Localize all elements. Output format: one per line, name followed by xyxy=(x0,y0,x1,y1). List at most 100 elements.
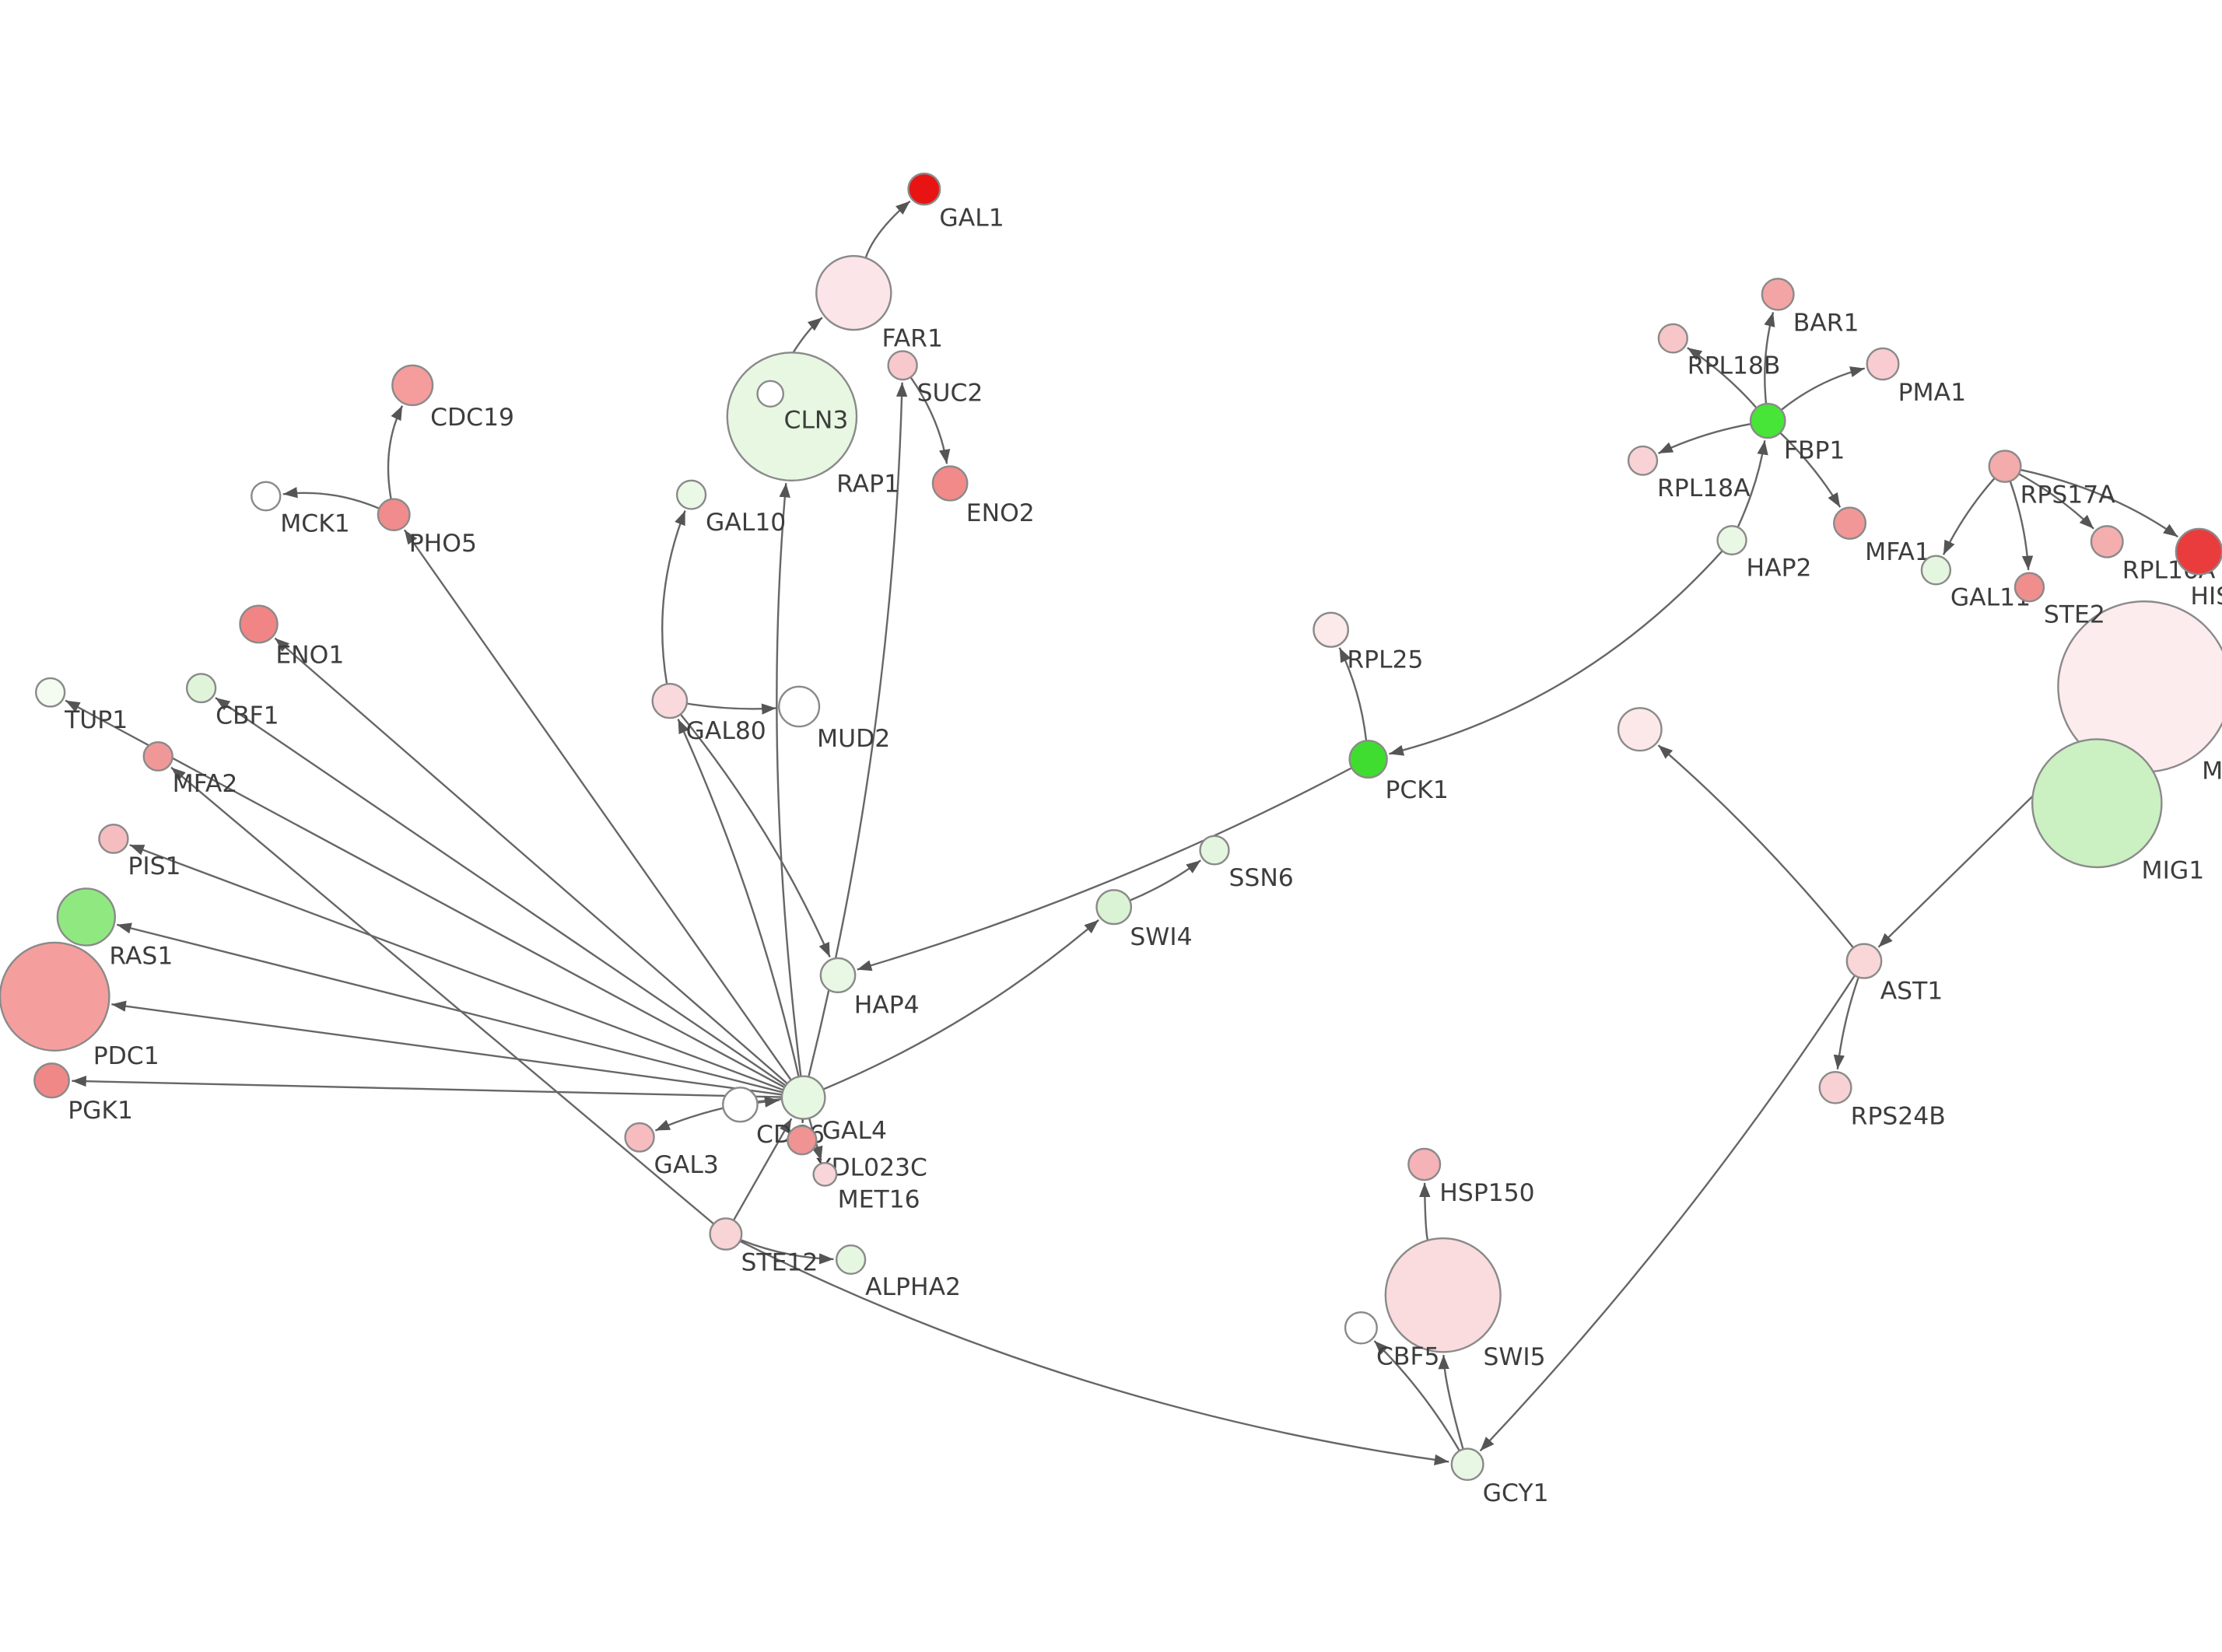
node-label-rap1: RAP1 xyxy=(836,471,899,499)
edge-pck1-rpl25 xyxy=(1338,647,1368,741)
node-label-tup1: TUP1 xyxy=(64,706,128,734)
edge-rps17a-ste2 xyxy=(2009,481,2034,571)
node-label-far1: FAR1 xyxy=(882,325,943,353)
edge-gal4-gal80 xyxy=(677,719,800,1077)
node-label-cdc19: CDC19 xyxy=(430,404,514,432)
node-gal80[interactable] xyxy=(651,683,689,719)
edge-pck1-hap4 xyxy=(857,767,1352,971)
node-rps17a[interactable] xyxy=(1988,450,2022,483)
node-bar1[interactable] xyxy=(1761,278,1795,311)
edge-gal4-eno1 xyxy=(274,637,788,1084)
node-rpl18b[interactable] xyxy=(1657,323,1688,354)
node-swi4[interactable] xyxy=(1095,889,1133,926)
node-alpha2[interactable] xyxy=(835,1244,867,1275)
edge-fbp1-bar1 xyxy=(1764,312,1775,404)
node-label-ste2: STE2 xyxy=(2044,601,2105,629)
node-fbp1[interactable] xyxy=(1749,402,1786,439)
edge-gcy1-swi5 xyxy=(1438,1354,1464,1450)
node-gal3[interactable] xyxy=(624,1122,655,1153)
node-ras1[interactable] xyxy=(56,887,116,947)
node-label-ssn6: SSN6 xyxy=(1228,864,1293,892)
node-label-rps17a: RPS17A xyxy=(2020,481,2116,509)
node-ste12[interactable] xyxy=(709,1217,743,1251)
node-ast1[interactable] xyxy=(1845,943,1883,979)
node-pck1[interactable] xyxy=(1348,740,1388,779)
node-mig1[interactable] xyxy=(2031,738,2163,869)
node-hap2[interactable] xyxy=(1716,525,1747,556)
edge-rps17a-rpl16a xyxy=(2018,473,2094,530)
node-label-pdc1: PDC1 xyxy=(93,1042,159,1070)
node-ydl023c[interactable] xyxy=(787,1125,818,1156)
node-label-pis1: PIS1 xyxy=(128,852,180,880)
node-label-mck1: MCK1 xyxy=(280,510,350,538)
node-far1[interactable] xyxy=(815,254,892,331)
node-label-eno1: ENO1 xyxy=(275,642,344,670)
node-met16[interactable] xyxy=(812,1162,838,1187)
node-rap1[interactable] xyxy=(726,352,858,482)
edge-gal4-tup1 xyxy=(65,699,785,1089)
edge-fbp1-rpl18a xyxy=(1657,422,1751,454)
node-label-eno2: ENO2 xyxy=(966,499,1035,527)
edge-ast1-blank1 xyxy=(1657,744,1855,949)
node-label-pma1: PMA1 xyxy=(1898,379,1966,407)
node-pgk1[interactable] xyxy=(33,1062,70,1099)
node-mfa1[interactable] xyxy=(1833,506,1867,540)
node-label-mcm1: MCM1 xyxy=(2202,758,2222,786)
edge-pho5-cdc19 xyxy=(387,405,404,500)
node-label-swi4: SWI4 xyxy=(1130,923,1192,951)
nodes-layer: GAL1FAR1SUC2RAP1CLN3ENO2GAL10CDC19MCK1PH… xyxy=(0,172,2222,1507)
node-mud2[interactable] xyxy=(778,685,821,728)
edge-hap2-pck1 xyxy=(1389,550,1723,756)
node-pma1[interactable] xyxy=(1866,347,1900,381)
edges-layer xyxy=(65,200,2178,1465)
node-gal4[interactable] xyxy=(780,1075,826,1120)
node-hap4[interactable] xyxy=(819,957,857,994)
node-pho5[interactable] xyxy=(377,498,411,531)
node-label-bar1: BAR1 xyxy=(1793,310,1859,338)
node-rps24b[interactable] xyxy=(1818,1071,1852,1104)
node-label-cbf5: CBF5 xyxy=(1376,1343,1439,1371)
node-pis1[interactable] xyxy=(98,823,129,854)
node-cln3[interactable] xyxy=(756,380,785,408)
node-label-rps24b: RPS24B xyxy=(1851,1103,1946,1131)
edge-suc2-eno2 xyxy=(909,376,951,464)
node-ssn6[interactable] xyxy=(1199,835,1230,866)
node-mck1[interactable] xyxy=(251,481,282,512)
node-hsp150[interactable] xyxy=(1407,1147,1442,1181)
node-gcy1[interactable] xyxy=(1450,1447,1484,1482)
node-label-fbp1: FBP1 xyxy=(1784,437,1845,465)
edge-gal4-cbf1 xyxy=(215,697,787,1087)
node-cbf1[interactable] xyxy=(185,673,217,704)
node-ste2[interactable] xyxy=(2013,572,2045,603)
node-eno2[interactable] xyxy=(931,465,969,502)
node-cbf5[interactable] xyxy=(1344,1311,1378,1345)
node-eno1[interactable] xyxy=(239,604,279,644)
node-his4[interactable] xyxy=(2175,527,2222,576)
node-mfa2[interactable] xyxy=(142,740,173,772)
edge-rps17a-gal11 xyxy=(1942,477,1996,555)
node-rpl16a[interactable] xyxy=(2090,525,2124,558)
node-pdc1[interactable] xyxy=(0,941,110,1052)
node-rpl18a[interactable] xyxy=(1627,445,1659,476)
edge-ste12-mfa2 xyxy=(170,766,715,1225)
edge-fbp1-pma1 xyxy=(1780,366,1866,411)
node-gal10[interactable] xyxy=(675,479,707,510)
node-cdc6[interactable] xyxy=(722,1087,759,1123)
node-rpl25[interactable] xyxy=(1313,611,1350,648)
node-label-mfa1: MFA1 xyxy=(1865,538,1930,566)
node-swi5[interactable] xyxy=(1384,1237,1502,1353)
node-blank1[interactable] xyxy=(1617,707,1663,752)
edge-gal4-swi4 xyxy=(822,919,1099,1090)
node-label-gal3: GAL3 xyxy=(654,1151,719,1179)
node-suc2[interactable] xyxy=(887,350,918,381)
node-tup1[interactable] xyxy=(34,677,66,708)
node-cdc19[interactable] xyxy=(391,364,434,407)
node-gal11[interactable] xyxy=(1920,555,1952,586)
edge-gal4-pdc1 xyxy=(111,1000,783,1096)
edge-gal4-pis1 xyxy=(129,844,784,1091)
node-gal1[interactable] xyxy=(907,172,941,206)
node-label-met16: MET16 xyxy=(838,1186,920,1214)
node-label-cbf1: CBF1 xyxy=(216,702,279,730)
node-label-suc2: SUC2 xyxy=(917,380,983,408)
